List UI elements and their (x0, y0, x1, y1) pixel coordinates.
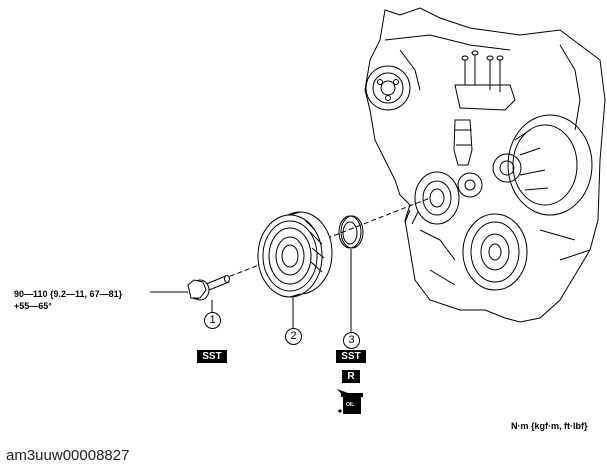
torque-spec: 90—110 {9.2—11, 67—81} +55—65° (14, 288, 122, 312)
torque-spec-line2: +55—65° (14, 301, 52, 311)
oil-can-label: OIL (346, 402, 355, 408)
callout-3: 3 (343, 332, 360, 349)
replace-badge: R (342, 370, 360, 383)
engine-block (364, 7, 606, 323)
part-3-front-oil-seal (338, 215, 364, 249)
torque-units: N·m {kgf·m, ft·lbf} (511, 421, 588, 431)
part-1-bolt (187, 275, 230, 301)
torque-spec-line1: 90—110 {9.2—11, 67—81} (14, 289, 123, 299)
callout-1: 1 (204, 312, 221, 329)
callout-leaders (211, 249, 352, 332)
sst-badge-3: SST (336, 350, 366, 363)
sst-badge-1: SST (197, 350, 227, 363)
oil-can-icon (337, 389, 363, 414)
figure-id: am3uuw00008827 (6, 447, 130, 464)
part-2-crankshaft-pulley (257, 211, 333, 298)
callout-2: 2 (285, 328, 302, 345)
